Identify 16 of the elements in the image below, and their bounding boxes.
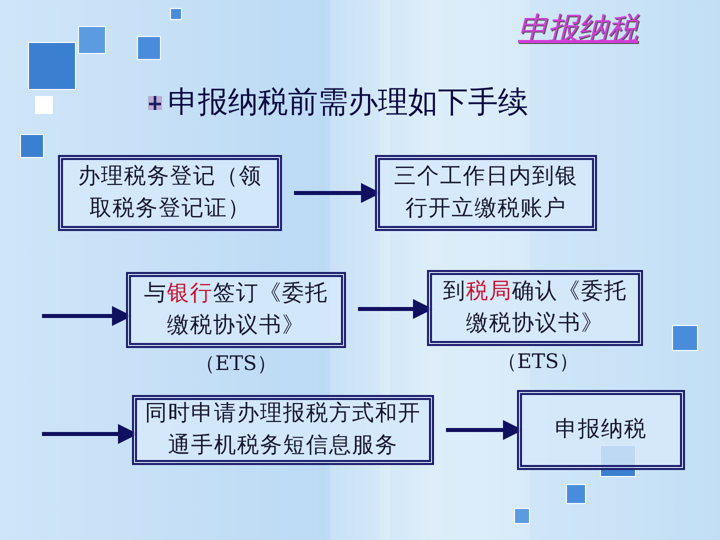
note-text: （ETS） — [497, 348, 579, 375]
box-text: 与银行签订《委托缴税协议书》 — [143, 280, 329, 340]
process-box — [58, 155, 282, 231]
slide-title: 申报纳税 — [518, 10, 638, 48]
box-text: 同时申请办理报税方式和开通手机税务短信息服务 — [144, 400, 422, 460]
process-box — [126, 272, 346, 348]
process-box — [517, 390, 685, 470]
box-text: 办理税务登记（领取税务登记证） — [77, 163, 263, 223]
box-text: 申报纳税 — [555, 416, 647, 444]
box-text: 到税局确认《委托缴税协议书》 — [442, 278, 628, 338]
process-box — [375, 155, 597, 231]
box-text: 三个工作日内到银行开立缴税账户 — [393, 163, 579, 223]
process-box — [132, 395, 434, 465]
heading: 申报纳税前需办理如下手续 — [168, 84, 528, 122]
process-box — [427, 270, 643, 346]
note-text: （ETS） — [195, 350, 277, 377]
